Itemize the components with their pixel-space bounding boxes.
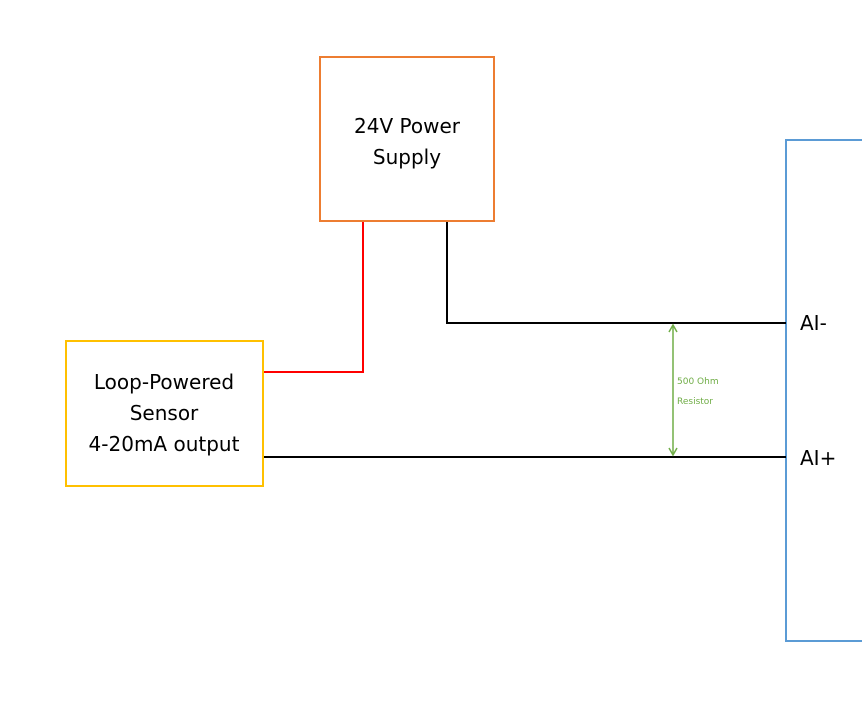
resistor-label-line1: 500 Ohm [677,377,719,387]
power-supply-label-line1: 24V Power [354,114,461,138]
sensor-label-line1: Loop-Powered [94,370,234,394]
ground-wire-ai-minus [446,222,786,324]
daq-module-box [785,139,862,642]
resistor-arrow-bottom [668,447,678,457]
power-supply-box [319,56,495,222]
sensor-label-line2: Sensor [130,401,199,425]
sensor-box [65,340,264,487]
terminal-ai-plus-label: AI+ [800,446,836,470]
positive-wire [264,222,364,373]
sensor-label-line3: 4-20mA output [89,432,240,456]
power-supply-label-line2: Supply [373,145,441,169]
resistor-label-line2: Resistor [677,397,713,407]
resistor-arrow-top [668,323,678,333]
terminal-ai-minus-label: AI- [800,311,827,335]
